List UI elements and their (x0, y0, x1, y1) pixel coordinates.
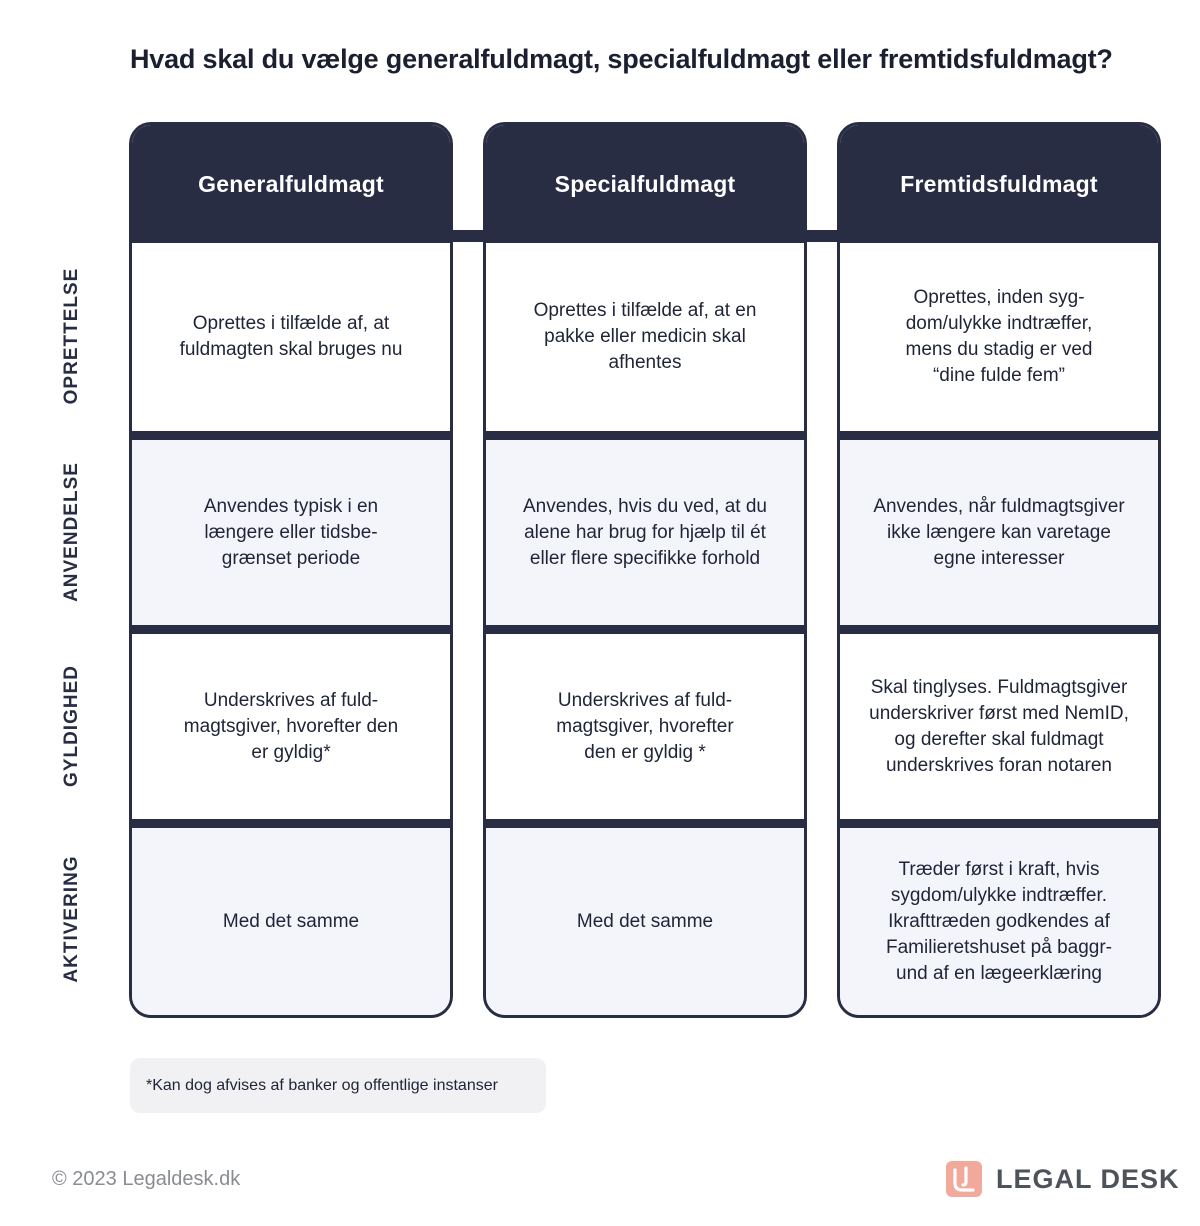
cell-aktivering: Med det samme (486, 828, 804, 1015)
column-generalfuldmagt: Generalfuldmagt Oprettes i tilfælde af, … (129, 122, 453, 1018)
row-label-anvendelse: ANVENDELSE (61, 462, 82, 602)
cell-aktivering: Med det samme (132, 828, 450, 1015)
row-label-aktivering: AKTIVERING (61, 855, 82, 983)
cell-aktivering: Træder først i kraft, hvis sygdom/ulykke… (840, 828, 1158, 1015)
header-connector (806, 230, 840, 242)
column-specialfuldmagt: Specialfuldmagt Oprettes i tilfælde af, … (483, 122, 807, 1018)
cell-gyldighed: Underskrives af fuld- magtsgiver, hvoref… (486, 634, 804, 819)
row-divider (486, 819, 804, 828)
cell-anvendelse: Anvendes typisk i en længere eller tidsb… (132, 440, 450, 625)
cell-gyldighed: Underskrives af fuld- magtsgiver, hvoref… (132, 634, 450, 819)
footnote-text: *Kan dog afvises af banker og offentlige… (146, 1076, 498, 1094)
row-divider (840, 819, 1158, 828)
cell-anvendelse: Anvendes, når fuldmagtsgiver ikke længer… (840, 440, 1158, 625)
cell-anvendelse: Anvendes, hvis du ved, at du alene har b… (486, 440, 804, 625)
row-divider (132, 819, 450, 828)
column-fremtidsfuldmagt: Fremtidsfuldmagt Oprettes, inden syg- do… (837, 122, 1161, 1018)
row-divider (840, 431, 1158, 440)
legal-desk-logo[interactable]: LEGAL DESK (946, 1160, 1180, 1198)
column-header: Generalfuldmagt (132, 125, 450, 243)
legal-desk-logo-icon (946, 1161, 982, 1197)
row-divider (132, 431, 450, 440)
row-divider (486, 431, 804, 440)
cell-oprettelse: Oprettes i tilfælde af, at fuldmagten sk… (132, 243, 450, 431)
row-label-oprettelse: OPRETTELSE (61, 267, 82, 405)
row-divider (486, 625, 804, 634)
logo-text: LEGAL DESK (996, 1163, 1180, 1194)
copyright: © 2023 Legaldesk.dk (52, 1168, 241, 1190)
footnote: *Kan dog afvises af banker og offentlige… (130, 1058, 546, 1113)
column-header: Fremtidsfuldmagt (840, 125, 1158, 243)
page-title: Hvad skal du vælge generalfuldmagt, spec… (130, 44, 1113, 74)
cell-oprettelse: Oprettes i tilfælde af, at en pakke elle… (486, 243, 804, 431)
header-connector (452, 230, 486, 242)
column-header: Specialfuldmagt (486, 125, 804, 243)
row-divider (132, 625, 450, 634)
row-label-gyldighed: GYLDIGHED (61, 665, 82, 787)
cell-gyldighed: Skal tinglyses. Fuldmagtsgiver underskri… (840, 634, 1158, 819)
row-divider (840, 625, 1158, 634)
cell-oprettelse: Oprettes, inden syg- dom/ulykke indtræff… (840, 243, 1158, 431)
